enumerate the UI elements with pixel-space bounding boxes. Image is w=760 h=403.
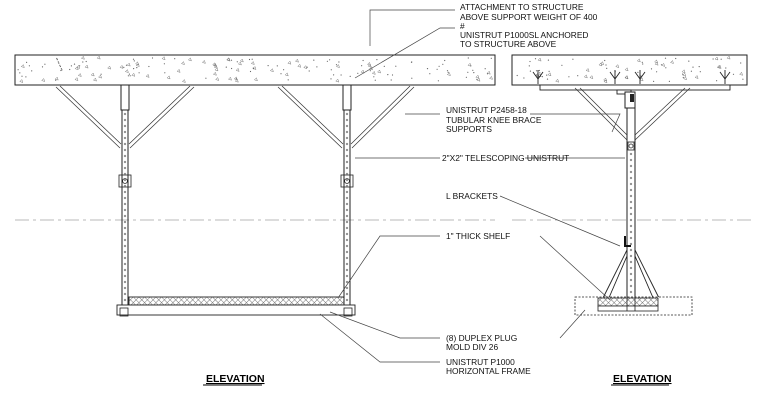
left-slab-stipple (17, 55, 493, 83)
note-knee-brace-3: SUPPORTS (446, 124, 492, 134)
note-frame-1: UNISTRUT P1000 (446, 357, 515, 367)
note-brackets: L BRACKETS (446, 191, 498, 201)
note-frame-2: HORIZONTAL FRAME (446, 366, 531, 376)
left-post (118, 84, 132, 316)
note-attachment-5: TO STRUCTURE ABOVE (460, 39, 557, 49)
left-shelf (116, 296, 356, 317)
right-elevation: ELEVATION (499, 54, 752, 386)
note-attachment-4: UNISTRUT P1000SL ANCHORED (460, 30, 588, 40)
note-attachment-2: ABOVE SUPPORT WEIGHT OF 400 (460, 12, 598, 22)
right-legs (601, 249, 661, 301)
right-view-post (626, 107, 636, 309)
right-post (340, 84, 354, 316)
left-leaders (319, 9, 455, 363)
note-knee-brace-2: TUBULAR KNEE BRACE (446, 115, 542, 125)
note-attachment-3: # (460, 21, 465, 31)
right-slab-stipple (516, 55, 744, 84)
top-channel (539, 84, 731, 91)
note-shelf: 1" THICK SHELF (446, 231, 510, 241)
right-shelf-section (574, 296, 693, 316)
title-right: ELEVATION (613, 373, 672, 385)
left-elevation: ELEVATION (14, 9, 496, 386)
title-left: ELEVATION (206, 373, 265, 385)
right-knee-braces (574, 87, 691, 141)
l-bracket (624, 236, 631, 247)
anchor-bolts (532, 70, 731, 84)
left-knee-braces (55, 85, 415, 149)
note-telescoping: 2"X2" TELESCOPING UNISTRUT (442, 153, 569, 163)
post-holes (123, 112, 349, 302)
right-concrete-slab (511, 54, 748, 86)
annotations: ATTACHMENT TO STRUCTURE ABOVE SUPPORT WE… (442, 2, 598, 376)
note-plug-1: (8) DUPLEX PLUG (446, 333, 517, 343)
note-attachment-1: ATTACHMENT TO STRUCTURE (460, 2, 584, 12)
right-post-holes (629, 152, 633, 294)
left-concrete-slab (14, 54, 496, 86)
note-knee-brace-1: UNISTRUT P2458-18 (446, 105, 527, 115)
note-plug-2: MOLD DIV 26 (446, 342, 498, 352)
right-leaders (499, 113, 625, 339)
